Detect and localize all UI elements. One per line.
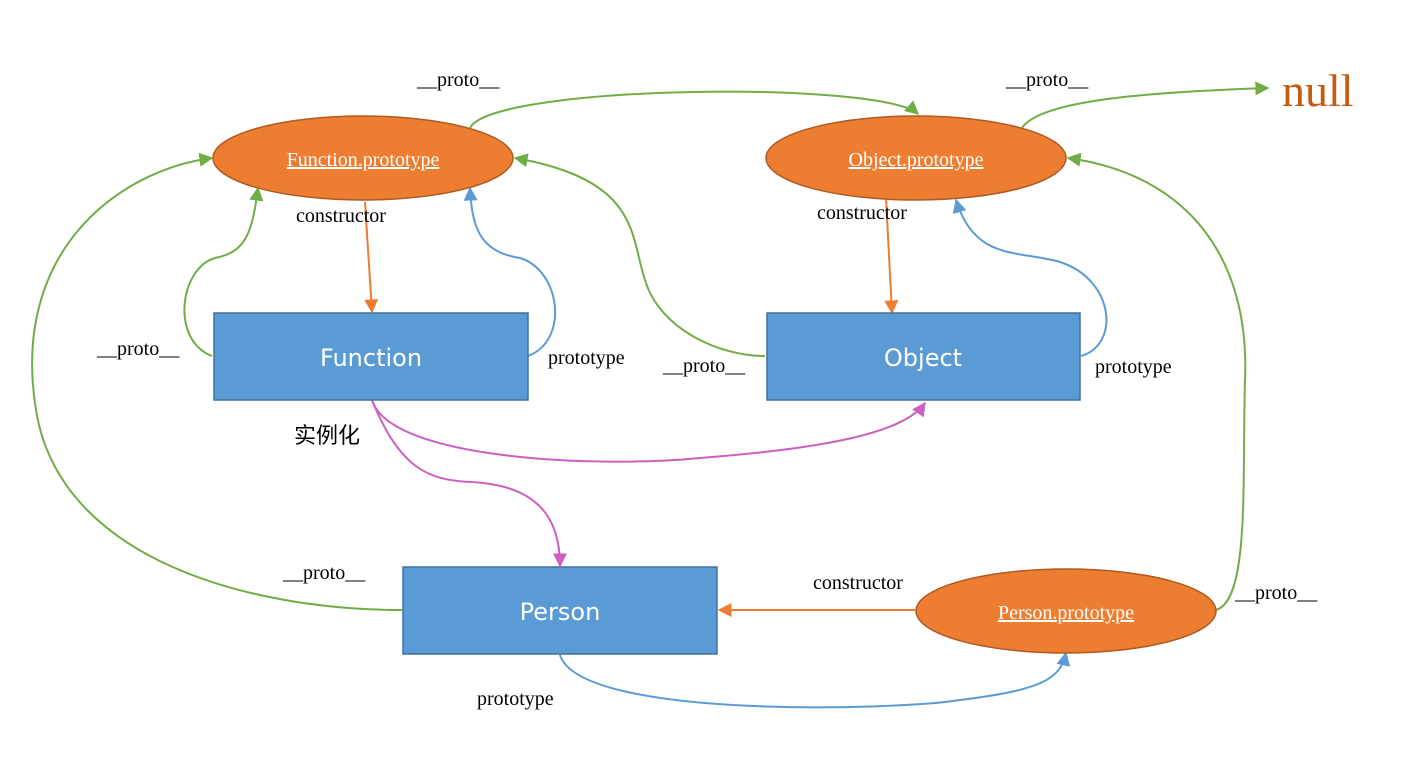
object-node: Object	[766, 312, 1081, 401]
edge-person-prototype-personproto	[559, 651, 1071, 709]
object-prototype-node: Object.prototype	[765, 115, 1067, 201]
function-prototype-label: Function.prototype	[287, 149, 440, 171]
edge-function-instantiate-person	[371, 399, 567, 568]
label-objproto-proto: __proto__	[1005, 69, 1089, 91]
label-instantiate: 实例化	[294, 424, 360, 449]
object-prototype-label: Object.prototype	[849, 149, 984, 171]
object-label: Object	[884, 344, 962, 372]
label-objproto-constructor: constructor	[817, 202, 907, 224]
label-function-proto: __proto__	[96, 338, 180, 360]
edge-person-proto-fnproto	[31, 152, 403, 611]
person-prototype-label: Person.prototype	[998, 602, 1134, 624]
person-node: Person	[402, 566, 718, 655]
edge-fnproto-constructor-function	[364, 201, 379, 314]
edge-fnproto-proto-objproto	[469, 90, 920, 129]
label-personproto-constructor: constructor	[813, 572, 903, 594]
label-object-proto: __proto__	[662, 355, 746, 377]
edge-personproto-proto-objproto	[1066, 152, 1247, 611]
label-fnproto-constructor: constructor	[296, 205, 386, 227]
edge-objproto-proto-null	[1021, 81, 1270, 129]
function-prototype-node: Function.prototype	[212, 115, 514, 201]
person-prototype-node: Person.prototype	[915, 568, 1217, 654]
label-fnproto-proto: __proto__	[416, 69, 500, 91]
function-label: Function	[320, 344, 422, 372]
label-object-prototype: prototype	[1095, 356, 1172, 378]
person-label: Person	[520, 598, 601, 626]
edge-object-prototype-objproto	[953, 198, 1108, 357]
null-label: null	[1282, 65, 1354, 116]
edge-object-proto-fnproto	[513, 153, 766, 357]
function-node: Function	[213, 312, 529, 401]
label-person-proto: __proto__	[282, 562, 366, 584]
label-personproto-proto: __proto__	[1234, 582, 1318, 604]
edge-function-prototype-fnproto	[463, 186, 557, 357]
label-person-prototype: prototype	[477, 688, 554, 710]
edge-objproto-constructor-object	[884, 197, 899, 315]
label-function-prototype: prototype	[548, 347, 625, 369]
edge-function-proto-fnproto	[183, 186, 264, 357]
edge-function-instantiate-object	[371, 399, 926, 463]
